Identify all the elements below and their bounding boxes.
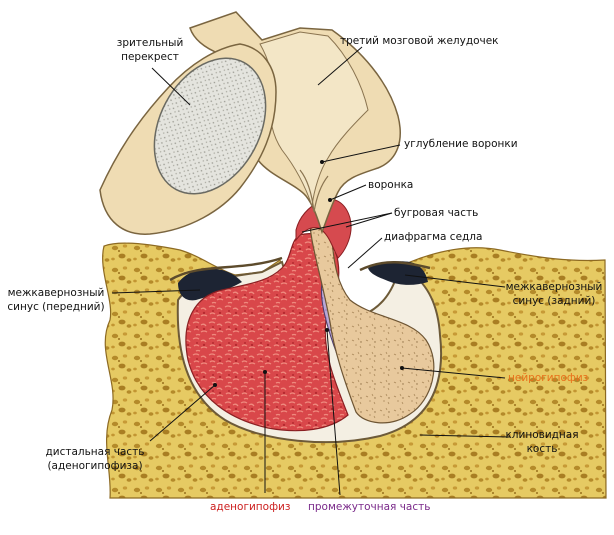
label-pars-intermedia: промежуточная часть bbox=[308, 500, 430, 514]
label-sphenoid-bone: клиновидная кость bbox=[498, 428, 586, 456]
label-adenohypophysis: аденогипофиз bbox=[210, 500, 290, 514]
label-infundibulum: воронка bbox=[368, 178, 413, 192]
label-neurohypophysis: нейрогипофиз bbox=[508, 371, 588, 385]
label-posterior-sinus: межкавернозный синус (задний) bbox=[500, 280, 608, 308]
label-posterior-sinus-line1: межкавернозный bbox=[500, 280, 608, 294]
label-pars-distalis: дистальная часть (аденогипофиза) bbox=[40, 445, 150, 473]
label-optic-chiasm-line2: перекрест bbox=[90, 50, 210, 64]
leader-pars-tuberalis-2 bbox=[346, 213, 392, 227]
label-diaphragma-sellae: диафрагма седла bbox=[384, 230, 482, 244]
dot-infundibular-recess bbox=[320, 160, 324, 164]
label-sphenoid-line1: клиновидная bbox=[498, 428, 586, 442]
label-anterior-sinus: межкавернозный синус (передний) bbox=[2, 286, 110, 314]
dot-adenohypophysis bbox=[263, 370, 267, 374]
label-optic-chiasm: зрительный перекрест bbox=[90, 36, 210, 64]
label-third-ventricle: третий мозговой желудочек bbox=[340, 34, 499, 48]
label-posterior-sinus-line2: синус (задний) bbox=[500, 294, 608, 308]
label-pars-distalis-line1: дистальная часть bbox=[40, 445, 150, 459]
label-pars-tuberalis: бугровая часть bbox=[394, 206, 478, 220]
label-pars-distalis-line2: (аденогипофиза) bbox=[40, 459, 150, 473]
label-anterior-sinus-line1: межкавернозный bbox=[2, 286, 110, 300]
label-infundibular-recess: углубление воронки bbox=[404, 137, 518, 151]
label-sphenoid-line2: кость bbox=[498, 442, 586, 456]
dot-pars-intermedia bbox=[325, 328, 329, 332]
dot-infundibulum bbox=[328, 198, 332, 202]
label-anterior-sinus-line2: синус (передний) bbox=[2, 300, 110, 314]
dot-pars-distalis bbox=[213, 383, 217, 387]
dot-neurohypophysis bbox=[400, 366, 404, 370]
label-optic-chiasm-line1: зрительный bbox=[90, 36, 210, 50]
